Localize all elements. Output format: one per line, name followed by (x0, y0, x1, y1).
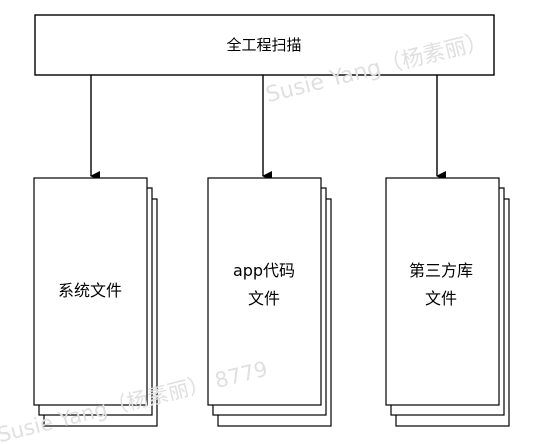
arrows (90, 75, 446, 181)
stack-thirdparty-files: 第三方库 文件 (385, 177, 510, 427)
top-scan-box: 全工程扫描 (34, 14, 495, 76)
stack-sheet-front (207, 177, 322, 406)
stack-app-files: app代码 文件 (207, 177, 332, 427)
stack-sheet-front (33, 177, 148, 406)
app-files-label-line-1: app代码 (233, 261, 295, 280)
app-files-label-line-2: 文件 (248, 289, 280, 308)
stack-system-files: 系统文件 (33, 177, 158, 427)
thirdparty-files-label-line-1: 第三方库 (409, 261, 473, 280)
stack-sheet-front (385, 177, 500, 406)
thirdparty-files-label-line-2: 文件 (425, 289, 457, 308)
system-files-label: 系统文件 (58, 281, 122, 300)
top-scan-label: 全工程扫描 (226, 36, 301, 54)
